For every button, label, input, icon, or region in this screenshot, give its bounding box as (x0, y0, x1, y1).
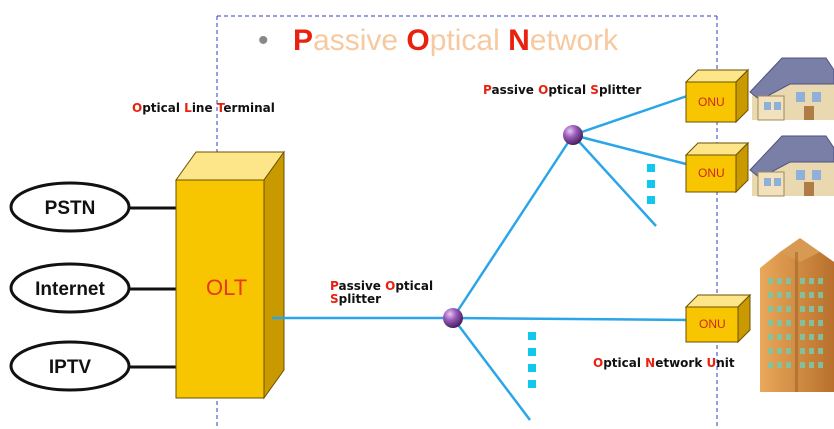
network-iptv: IPTV (9, 340, 176, 392)
network-internet: Internet (9, 262, 176, 314)
onu-box-3: ONU (684, 293, 752, 344)
fiber-lines (272, 93, 691, 421)
olt-box: OLT (175, 150, 285, 400)
mid-splitter-caption-line2: Splitter (330, 292, 381, 306)
top-splitter-node (563, 125, 583, 145)
onu-label-1: ONU (698, 95, 725, 109)
fiber-to-onu-house2 (572, 133, 691, 167)
house-icon-1 (749, 57, 834, 121)
pstn-label: PSTN (45, 198, 96, 219)
top-splitter-caption: Passive Optical Splitter (483, 83, 641, 97)
onu-box-2: ONU (684, 141, 750, 194)
more-branches-dots-top (647, 164, 655, 204)
fiber-branch-down (452, 317, 531, 421)
onu-caption: Optical Network Unit (593, 356, 735, 370)
fiber-to-onu-building (452, 316, 691, 322)
fiber-branch-top-down (572, 134, 657, 227)
mid-splitter-node (443, 308, 463, 328)
title-bullet: • (258, 24, 269, 57)
fiber-to-top-splitter (451, 134, 575, 319)
iptv-label: IPTV (49, 357, 92, 378)
network-pstn: PSTN (9, 181, 176, 233)
office-building-icon (760, 238, 834, 392)
more-branches-dots-bottom (528, 332, 536, 388)
olt-caption: Optical Line Terminal (132, 101, 275, 115)
page-title: Passive Optical Network (293, 24, 619, 57)
onu-box-1: ONU (684, 68, 750, 124)
onu-label-2: ONU (698, 166, 725, 180)
fiber-to-onu-house1 (572, 93, 691, 137)
olt-label: OLT (206, 275, 247, 300)
mid-splitter-caption-line1: Passive Optical (330, 279, 433, 293)
internet-label: Internet (35, 279, 105, 300)
house-icon-2 (749, 135, 834, 197)
onu-label-3: ONU (699, 317, 726, 331)
